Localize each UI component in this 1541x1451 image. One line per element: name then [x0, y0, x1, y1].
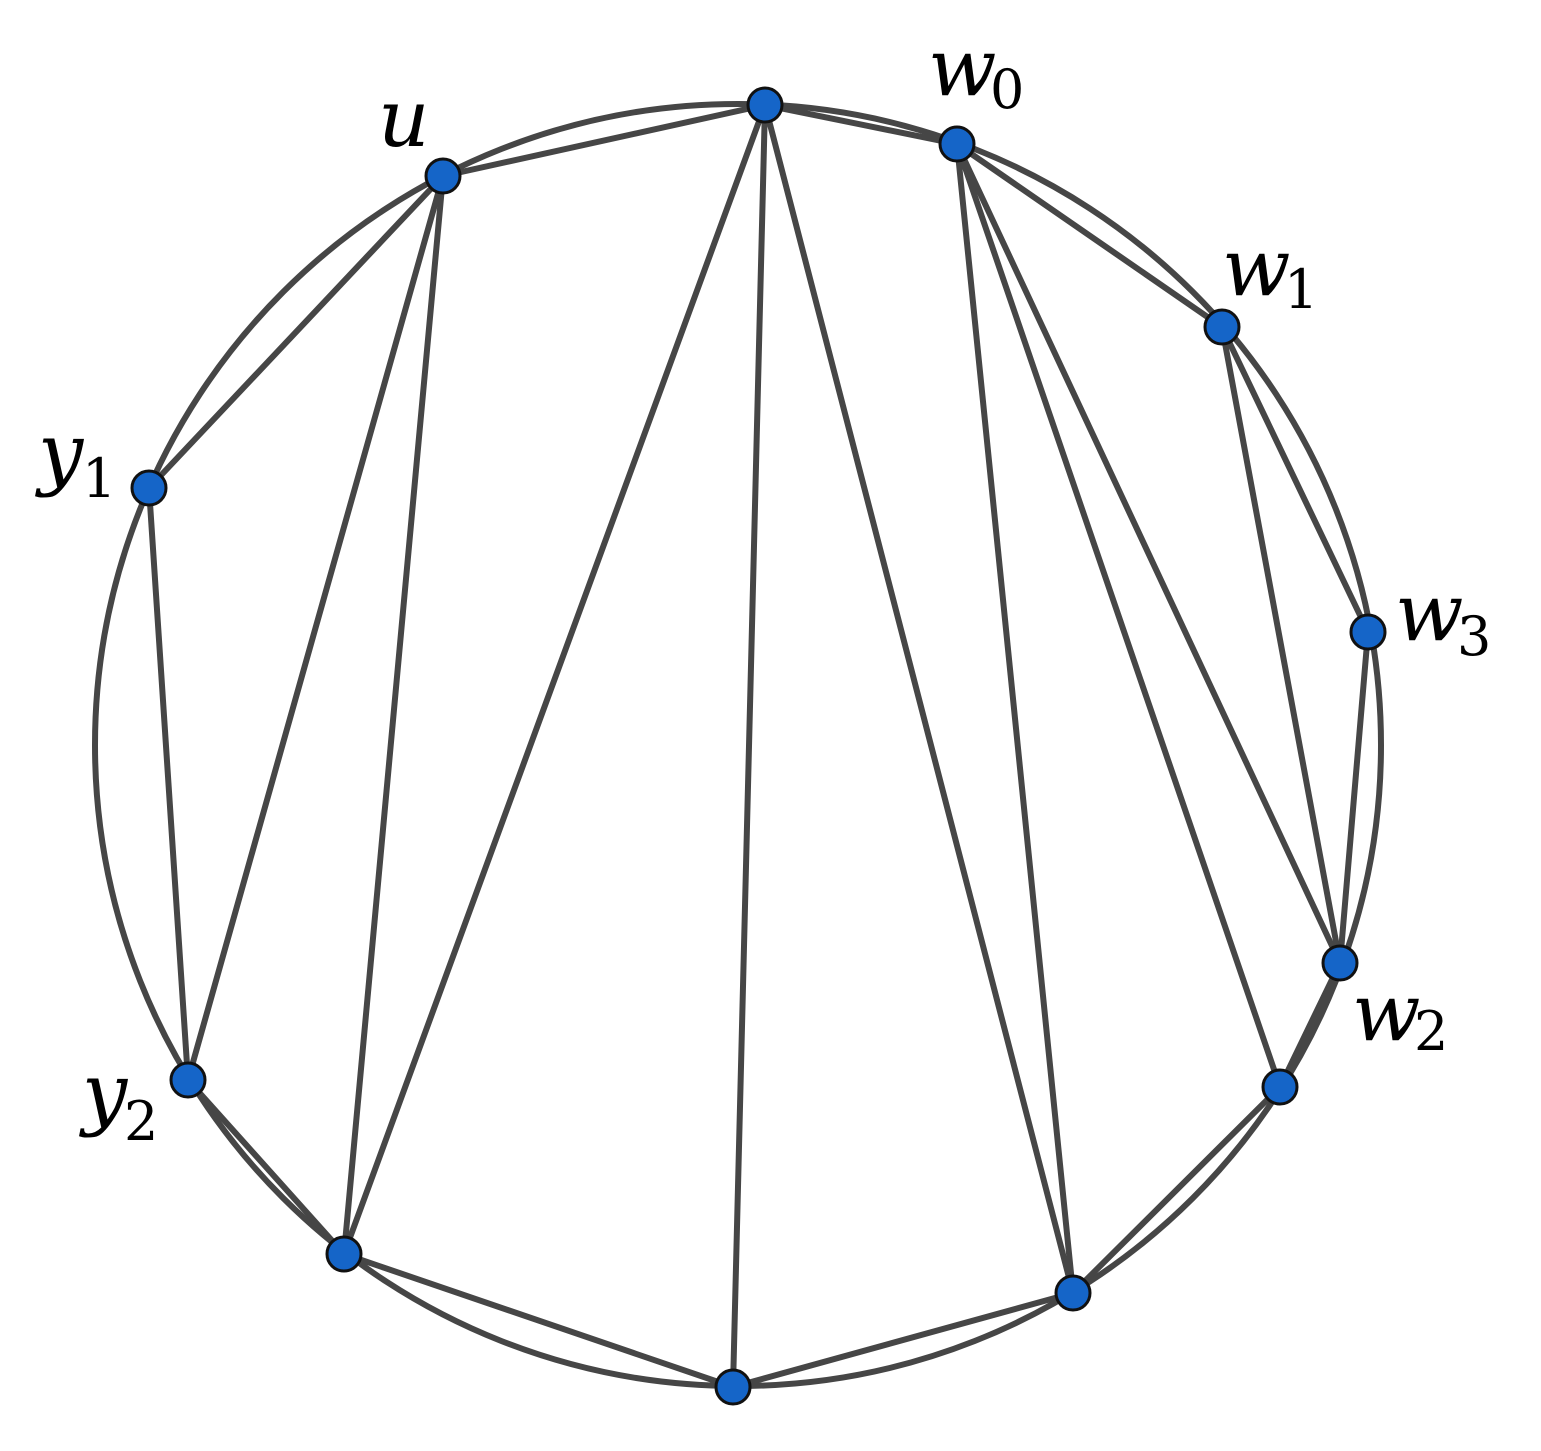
vertex-bottom	[714, 1368, 752, 1406]
edge-y1-u	[146, 173, 446, 491]
edge-w0-w2	[954, 141, 1343, 966]
vertex-top	[746, 86, 784, 124]
vertex-bbr	[1054, 1274, 1092, 1312]
edge-group	[146, 102, 1371, 1390]
vertex-label-y2: y	[79, 1046, 129, 1139]
edge-u-y2	[185, 173, 446, 1083]
vertex-subscript-y2: 2	[124, 1090, 158, 1153]
vertex-subscript-w1: 1	[1284, 258, 1318, 321]
edge-u-top	[440, 102, 768, 179]
edge-u-bl	[341, 173, 446, 1257]
edge-w1-w3	[1219, 324, 1371, 635]
edge-w2-br	[1277, 960, 1343, 1090]
vertex-label-w0: w	[928, 21, 996, 114]
edge-w3-w2	[1337, 629, 1371, 966]
vertex-w3	[1349, 613, 1387, 651]
vertex-w2	[1321, 944, 1359, 982]
edge-bl-y2	[185, 1077, 347, 1257]
vertex-subscript-y1: 1	[82, 447, 116, 510]
vertex-w1	[1203, 308, 1241, 346]
vertex-label-y1: y	[35, 406, 85, 499]
vertex-label-u: u	[378, 72, 430, 165]
vertex-label-w3: w	[1395, 566, 1463, 659]
vertex-w0	[938, 125, 976, 163]
vertex-label-w1: w	[1222, 221, 1290, 314]
edge-w0-bbr	[954, 141, 1076, 1296]
edge-top-bbr	[762, 102, 1076, 1296]
edge-br-bbr	[1070, 1084, 1283, 1296]
vertex-y2	[169, 1061, 207, 1099]
vertex-label-w2: w	[1352, 966, 1420, 1059]
edge-bottom-bl	[341, 1251, 736, 1390]
vertex-group	[130, 86, 1387, 1406]
vertex-subscript-w2: 2	[1414, 1000, 1448, 1063]
edge-top-w0	[762, 102, 960, 147]
edge-top-bottom	[730, 102, 768, 1390]
edge-w1-w2	[1219, 324, 1343, 966]
vertex-bl	[325, 1235, 363, 1273]
edge-bbr-bottom	[730, 1290, 1076, 1390]
vertex-subscript-w0: 0	[990, 58, 1024, 121]
vertex-subscript-w3: 3	[1457, 605, 1491, 668]
edge-top-bl	[341, 102, 768, 1257]
vertex-br	[1261, 1068, 1299, 1106]
vertex-u	[424, 157, 462, 195]
vertex-y1	[130, 469, 168, 507]
edge-w0-w1	[954, 141, 1225, 330]
edge-y2-y1	[146, 485, 191, 1083]
edge-w0-br	[954, 141, 1283, 1090]
